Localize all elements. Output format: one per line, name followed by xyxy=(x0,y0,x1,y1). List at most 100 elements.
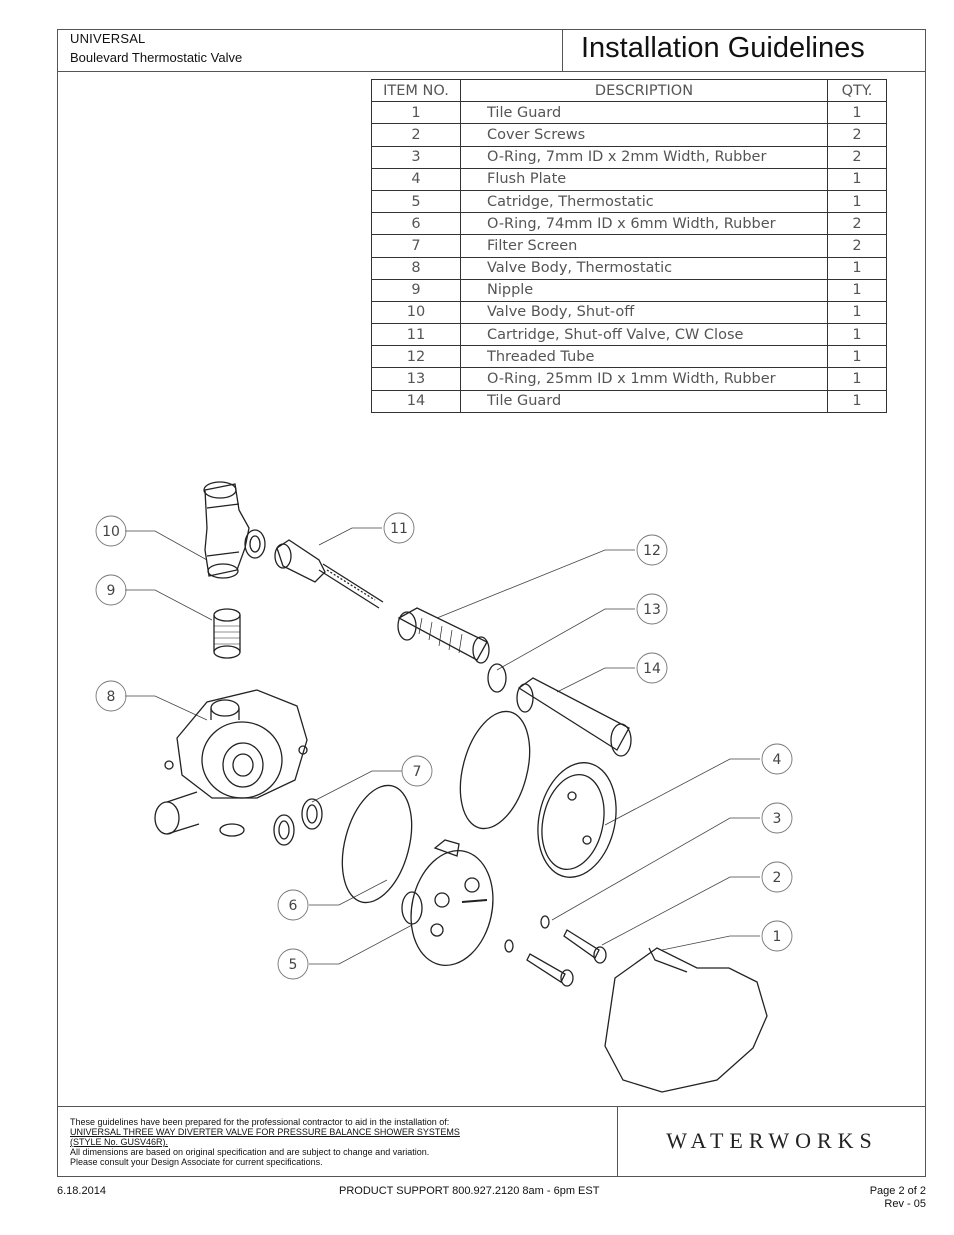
footer-divider xyxy=(617,1106,618,1177)
svg-text:12: 12 xyxy=(643,543,661,559)
page-number: Page 2 of 2 xyxy=(869,1185,926,1197)
item-description: O-Ring, 7mm ID x 2mm Width, Rubber xyxy=(460,145,828,169)
item-qty: 2 xyxy=(827,145,887,169)
item-no: 2 xyxy=(371,123,461,147)
item-description: Tile Guard xyxy=(460,389,828,413)
part-3-small-orings xyxy=(504,915,550,953)
svg-text:10: 10 xyxy=(102,524,120,540)
item-description: O-Ring, 25mm ID x 1mm Width, Rubber xyxy=(460,367,828,391)
part-11-shutoff-cartridge xyxy=(274,539,384,609)
part-5-thermostatic-cartridge xyxy=(401,839,494,966)
page-title: Installation Guidelines xyxy=(581,32,865,64)
item-qty: 1 xyxy=(827,323,887,347)
svg-text:13: 13 xyxy=(643,602,661,618)
item-no: 14 xyxy=(371,389,461,413)
header-brand-line: UNIVERSAL xyxy=(70,31,146,46)
item-qty: 1 xyxy=(827,367,887,391)
header-product-name: Boulevard Thermostatic Valve xyxy=(70,50,243,65)
part-1-tile-guard xyxy=(604,947,768,1093)
product-support: PRODUCT SUPPORT 800.927.2120 8am - 6pm E… xyxy=(339,1185,600,1197)
footer-line-product: UNIVERSAL THREE WAY DIVERTER VALVE FOR P… xyxy=(70,1127,460,1137)
item-description: Catridge, Thermostatic xyxy=(460,189,828,214)
svg-text:6: 6 xyxy=(289,898,298,914)
page-frame xyxy=(57,29,926,1177)
item-qty: 1 xyxy=(827,345,887,369)
footer-line-style: (STYLE No. GUSV46R). xyxy=(70,1137,169,1147)
page-info: Page 2 of 2 Rev - 05 xyxy=(870,1185,926,1211)
part-4-flush-plate xyxy=(537,762,617,878)
item-qty: 1 xyxy=(827,389,887,413)
item-description: Nipple xyxy=(460,278,828,302)
svg-text:9: 9 xyxy=(107,583,116,599)
callout-13: 13 xyxy=(636,593,668,625)
item-qty: 1 xyxy=(827,189,887,214)
item-qty: 2 xyxy=(827,212,887,236)
footer-box xyxy=(57,1106,926,1177)
svg-text:4: 4 xyxy=(773,752,782,768)
callout-7: 7 xyxy=(401,755,433,787)
item-no: 7 xyxy=(371,234,461,258)
part-2-cover-screws xyxy=(526,929,607,987)
part-6-orings xyxy=(341,710,531,904)
callout-4: 4 xyxy=(761,743,793,775)
doc-date: 6.18.2014 xyxy=(57,1185,106,1197)
callout-12: 12 xyxy=(636,534,668,566)
item-qty: 1 xyxy=(827,278,887,302)
item-description: O-Ring, 74mm ID x 6mm Width, Rubber xyxy=(460,212,828,236)
svg-text:14: 14 xyxy=(643,661,661,677)
svg-text:8: 8 xyxy=(107,689,116,705)
item-description: Valve Body, Shut-off xyxy=(460,300,828,325)
item-qty: 1 xyxy=(827,300,887,325)
item-no: 3 xyxy=(371,145,461,169)
item-qty: 2 xyxy=(827,234,887,258)
item-qty: 1 xyxy=(827,167,887,191)
item-qty: 2 xyxy=(827,123,887,147)
item-description: Filter Screen xyxy=(460,234,828,258)
item-no: 6 xyxy=(371,212,461,236)
part-9-nipple xyxy=(213,608,241,659)
callout-2: 2 xyxy=(761,861,793,893)
item-no: 10 xyxy=(371,300,461,325)
footer-line-intro: These guidelines have been prepared for … xyxy=(70,1117,450,1127)
item-no: 12 xyxy=(371,345,461,369)
footer-line-consult: Please consult your Design Associate for… xyxy=(70,1157,323,1167)
callout-11: 11 xyxy=(383,512,415,544)
part-13-oring xyxy=(487,663,507,693)
svg-text:2: 2 xyxy=(773,870,782,886)
item-description: Cover Screws xyxy=(460,123,828,147)
header-description: DESCRIPTION xyxy=(460,78,828,103)
footer-notes: These guidelines have been prepared for … xyxy=(70,1117,610,1167)
revision: Rev - 05 xyxy=(884,1198,926,1210)
item-description: Tile Guard xyxy=(460,101,828,125)
svg-text:1: 1 xyxy=(773,929,782,945)
callout-9: 9 xyxy=(95,574,127,606)
item-description: Cartridge, Shut-off Valve, CW Close xyxy=(460,323,828,347)
item-no: 9 xyxy=(371,278,461,302)
item-description: Valve Body, Thermostatic xyxy=(460,256,828,280)
header-title-box: Installation Guidelines xyxy=(563,29,926,72)
svg-text:7: 7 xyxy=(413,764,422,780)
item-no: 8 xyxy=(371,256,461,280)
callout-3: 3 xyxy=(761,802,793,834)
waterworks-logo: WATERWORKS xyxy=(666,1128,878,1153)
item-no: 1 xyxy=(371,101,461,125)
callout-6: 6 xyxy=(277,889,309,921)
header-item-no: ITEM NO. xyxy=(371,78,461,103)
header-qty: QTY. xyxy=(827,78,887,103)
callout-5: 5 xyxy=(277,948,309,980)
part-7-filter-screens xyxy=(273,798,323,846)
item-no: 13 xyxy=(371,367,461,391)
